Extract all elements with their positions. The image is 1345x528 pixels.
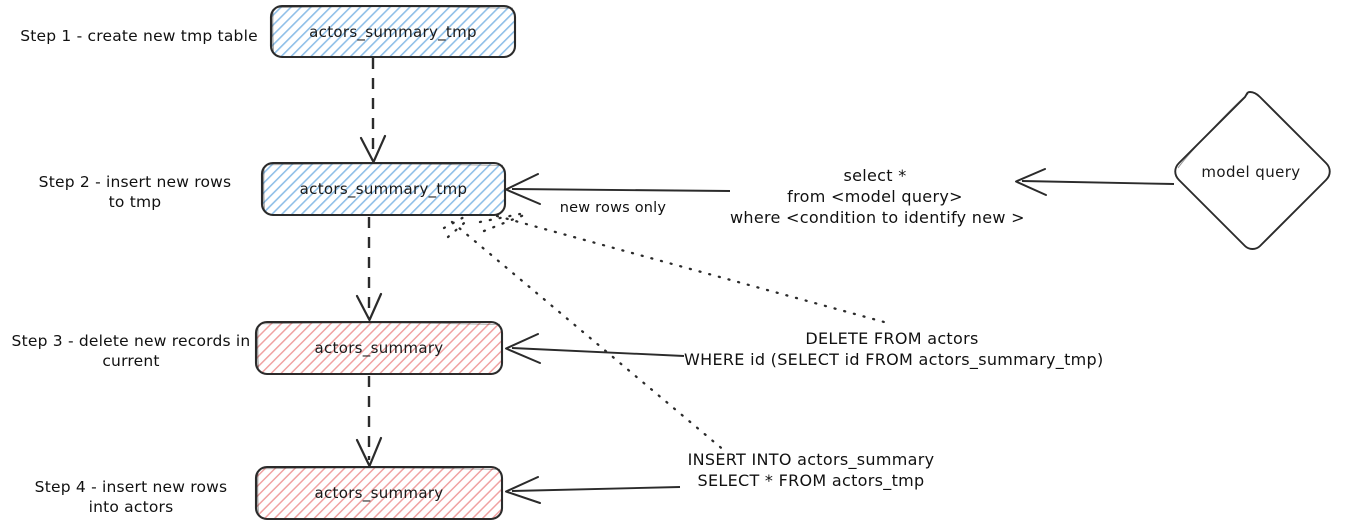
node-actors-summary-tmp-2[interactable]: actors_summary_tmp <box>262 163 505 215</box>
node-model-query[interactable]: model query <box>1176 160 1326 184</box>
arrow-step1-to-step2 <box>359 58 387 164</box>
dotted-connector-node2-to-insert-sql <box>442 214 728 454</box>
step-3-label-line2: current <box>102 352 160 371</box>
arrow-step3-to-step4 <box>355 376 383 468</box>
step-4-label-line1: Step 4 - insert new rows <box>34 478 228 496</box>
step-3-label-line1: Step 3 - delete new records in <box>11 332 251 350</box>
step-4-label: Step 4 - insert new rows into actors <box>16 477 246 518</box>
node-actors-summary-tmp-1[interactable]: actors_summary_tmp <box>271 6 515 57</box>
node-actors-summary-1-shape[interactable] <box>254 320 504 376</box>
sql-delete-line1: DELETE FROM actors <box>805 329 979 348</box>
arrow-diamond-to-query-text <box>1015 168 1175 196</box>
sql-model-query-line1: select * <box>843 166 907 185</box>
arrow-model-query-to-node2 <box>505 173 731 205</box>
arrow-insert-sql-to-node4 <box>505 476 681 504</box>
node-actors-summary-2-shape[interactable] <box>254 465 504 521</box>
sql-insert-line1: INSERT INTO actors_summary <box>687 450 935 469</box>
node-actors-summary-tmp-1-shape[interactable] <box>269 4 517 59</box>
sql-model-query-line2: from <model query> <box>787 187 963 207</box>
sql-delete-line2: WHERE id (SELECT id FROM actors_summary_… <box>684 350 1104 370</box>
sql-insert-line2: SELECT * FROM actors_tmp <box>697 471 925 491</box>
node-actors-summary-1-label: actors_summary <box>314 339 444 357</box>
node-actors-summary-tmp-2-label: actors_summary_tmp <box>299 180 468 198</box>
node-actors-summary-tmp-2-shape[interactable] <box>260 161 507 217</box>
arrow-delete-sql-to-node3 <box>505 333 685 364</box>
step-1-label: Step 1 - create new tmp table <box>20 27 258 45</box>
node-model-query-label: model query <box>1201 163 1301 181</box>
node-actors-summary-2[interactable]: actors_summary <box>256 467 502 519</box>
sql-model-query: select * from <model query>where <conditi… <box>730 165 1025 228</box>
step-4-label-line2: into actors <box>88 498 174 517</box>
step-2-label-line2: to tmp <box>108 193 162 212</box>
node-actors-summary-tmp-1-label: actors_summary_tmp <box>309 22 477 41</box>
node-model-query-shape[interactable] <box>1174 91 1331 250</box>
dotted-connector-node2-to-delete-sql <box>478 212 886 324</box>
step-2-label: Step 2 - insert new rows to tmp <box>20 172 250 213</box>
step-3-label: Step 3 - delete new records in current <box>8 331 254 372</box>
sql-model-query-line3: where <condition to identify new > <box>730 208 1025 228</box>
node-actors-summary-1[interactable]: actors_summary <box>256 322 502 374</box>
arrow-step2-to-step3 <box>355 217 383 322</box>
step-2-label-line1: Step 2 - insert new rows <box>38 173 232 191</box>
edge-label-new-rows-only: new rows only <box>559 200 667 216</box>
node-actors-summary-2-label: actors_summary <box>314 484 444 502</box>
